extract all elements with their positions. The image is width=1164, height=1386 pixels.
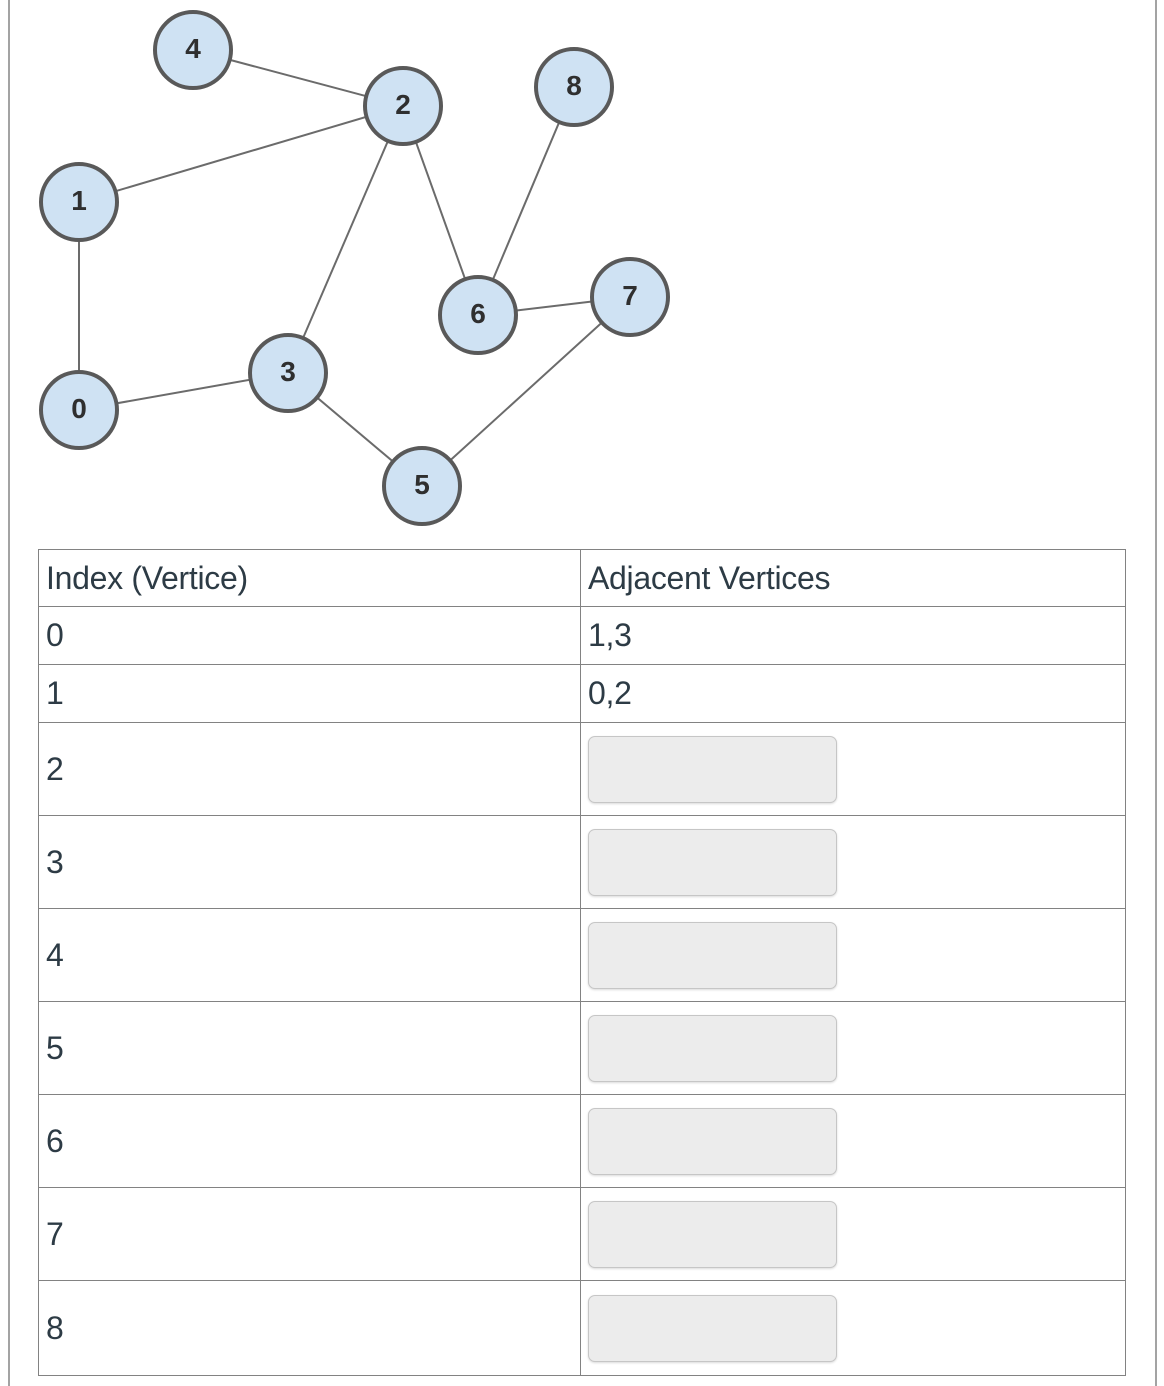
adjacent-vertices-cell [580, 815, 1126, 909]
table-row: 6 [38, 1094, 1126, 1188]
graph-node-label-1: 1 [71, 185, 87, 216]
adjacent-vertices-input-6[interactable] [588, 1107, 837, 1175]
graph-node-4 [153, 10, 233, 90]
adjacent-vertices-input-8[interactable] [588, 1294, 837, 1362]
graph-edge-2-3 [287, 105, 404, 374]
graph-node-label-0: 0 [71, 393, 87, 424]
table-row: 5 [38, 1001, 1126, 1095]
adjacent-vertices-cell: 1,3 [580, 606, 1126, 665]
adjacent-vertices-cell [580, 908, 1126, 1002]
vertex-index-cell: 0 [38, 606, 581, 665]
graph-node-label-8: 8 [566, 70, 582, 101]
adjacent-vertices-cell [580, 1280, 1126, 1376]
vertex-index-cell: 1 [38, 664, 581, 723]
adjacent-vertices-cell [580, 1094, 1126, 1188]
adjacent-vertices-cell [580, 1001, 1126, 1095]
adjacent-vertices-cell [580, 722, 1126, 816]
table-row: 3 [38, 815, 1126, 909]
adjacent-vertices-input-3[interactable] [588, 828, 837, 896]
col-header-index: Index (Vertice) [38, 549, 581, 607]
vertex-index-cell: 2 [38, 722, 581, 816]
graph-node-label-6: 6 [470, 298, 486, 329]
graph-edge-5-7 [421, 296, 631, 487]
vertex-index-cell: 6 [38, 1094, 581, 1188]
adjacent-vertices-cell: 0,2 [580, 664, 1126, 723]
graph-edge-6-8 [477, 86, 575, 316]
graph-node-0 [39, 370, 119, 450]
adjacent-vertices-input-5[interactable] [588, 1014, 837, 1082]
graph-edge-1-2 [78, 105, 404, 203]
vertex-index-cell: 4 [38, 908, 581, 1002]
graph-node-label-2: 2 [395, 89, 411, 120]
table-row: 4 [38, 908, 1126, 1002]
graph-node-label-3: 3 [280, 356, 296, 387]
adjacent-vertices-input-7[interactable] [588, 1200, 837, 1268]
graph-node-8 [534, 47, 614, 127]
graph-node-2 [363, 66, 443, 146]
col-header-adjacent: Adjacent Vertices [580, 549, 1126, 607]
vertex-index-cell: 5 [38, 1001, 581, 1095]
adjacent-vertices-input-4[interactable] [588, 921, 837, 989]
graph-node-7 [590, 257, 670, 337]
graph-node-5 [382, 446, 462, 526]
graph-node-label-7: 7 [622, 280, 638, 311]
page-left-border [8, 0, 10, 1386]
graph-node-6 [438, 275, 518, 355]
vertex-index-cell: 3 [38, 815, 581, 909]
table-row: 7 [38, 1187, 1126, 1281]
graph-node-label-4: 4 [185, 33, 201, 64]
page-right-border [1155, 0, 1157, 1386]
table-header-row: Index (Vertice) Adjacent Vertices [38, 549, 1126, 607]
graph-canvas: 0 1 2 3 4 5 6 7 8 [39, 10, 670, 526]
adjacent-vertices-cell [580, 1187, 1126, 1281]
vertex-index-cell: 7 [38, 1187, 581, 1281]
graph-node-3 [248, 333, 328, 413]
adjacent-vertices-input-2[interactable] [588, 735, 837, 803]
table-row: 1 0,2 [38, 664, 1126, 723]
table-row: 0 1,3 [38, 606, 1126, 665]
table-row: 8 [38, 1280, 1126, 1376]
vertex-index-cell: 8 [38, 1280, 581, 1376]
table-row: 2 [38, 722, 1126, 816]
graph-node-1 [39, 162, 119, 242]
adjacency-table: Index (Vertice) Adjacent Vertices 0 1,3 … [38, 549, 1126, 1376]
graph-node-label-5: 5 [414, 469, 430, 500]
